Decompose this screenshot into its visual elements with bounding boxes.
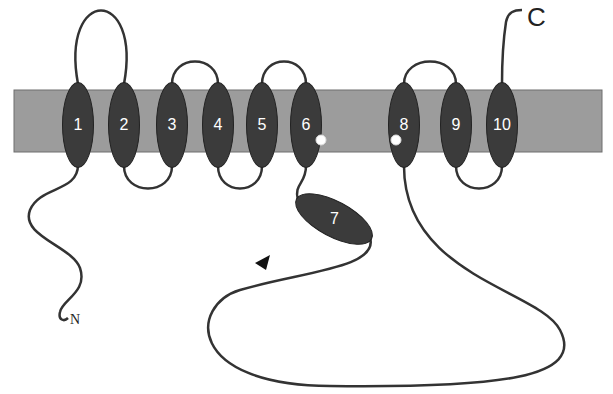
transmembrane-helix: 6 [290,82,322,168]
transmembrane-helix: 4 [202,82,234,168]
helix-number: 1 [74,117,83,133]
loop-segment [404,62,456,85]
helix-number: 5 [258,117,267,133]
loop-segment [218,166,262,189]
terminus-label: C [527,2,546,33]
residue-dot [391,135,401,145]
loop-segment [75,11,126,85]
helix-number: 8 [400,117,409,133]
terminus-label: N [70,312,80,328]
site-arrowhead [255,255,270,270]
transmembrane-helix: 10 [486,82,518,168]
helix-number: 7 [330,211,339,227]
loop-segment [262,62,306,85]
helix-number: 6 [302,117,311,133]
helix-number: 4 [214,117,223,133]
residue-dot [316,135,326,145]
n-terminal-tail [29,165,82,320]
loop-segment [456,166,502,189]
loop-segment [208,166,564,386]
helix-number: 2 [120,117,129,133]
transmembrane-helix: 7 [288,183,381,255]
helix-number: 3 [168,117,177,133]
helix-number: 10 [493,117,511,133]
loop-segment [124,166,172,189]
loop-segment [172,62,218,85]
transmembrane-helix: 5 [246,82,278,168]
helix-number: 9 [452,117,461,133]
transmembrane-helix: 3 [156,82,188,168]
c-terminal-tail [502,10,522,84]
transmembrane-helix: 8 [388,82,420,168]
transmembrane-helix: 1 [62,82,94,168]
transmembrane-helix: 9 [440,82,472,168]
transmembrane-helix: 2 [108,82,140,168]
